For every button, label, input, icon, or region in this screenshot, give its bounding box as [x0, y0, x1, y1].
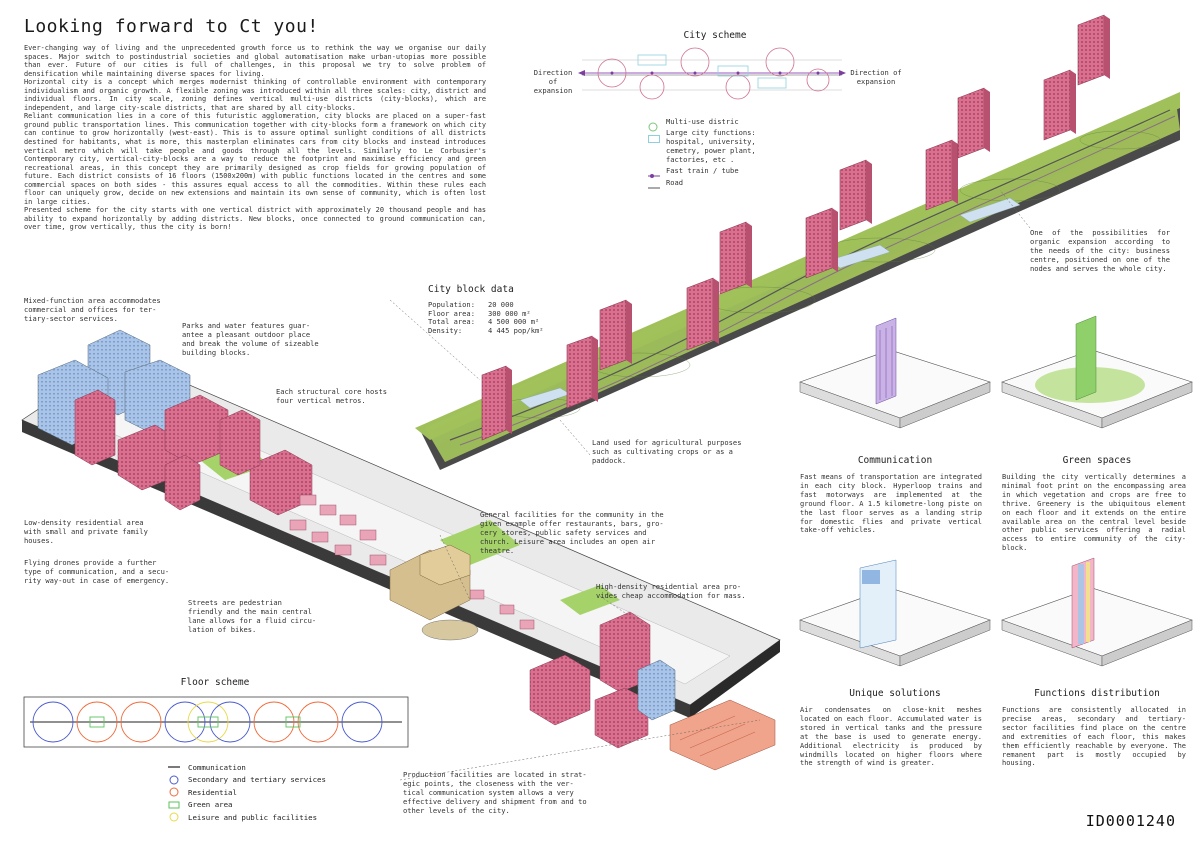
annotation-drones: Flying drones provide a further type of … — [24, 558, 170, 585]
services-circle-icon — [168, 775, 180, 785]
block-data-value: 4 500 000 m² — [488, 317, 540, 327]
leader-lines — [389, 189, 1031, 781]
residential-circle-icon — [168, 787, 180, 797]
legend-label: Green area — [188, 800, 233, 810]
green-area-rect-icon — [168, 800, 180, 810]
city-scheme-legend: Multi-use distric Large city functions: … — [648, 117, 756, 189]
legend-label: Fast train / tube — [666, 165, 739, 175]
block-data-key: Population: — [428, 300, 475, 309]
annotation-agriculture: Land used for agricultural purposes such… — [592, 438, 742, 465]
multi-use-circle-icon — [648, 117, 660, 132]
legend-label: Communication — [188, 762, 246, 772]
train-line-icon — [648, 165, 660, 178]
floor-scheme-title: Floor scheme — [180, 677, 250, 688]
large-function-rect-icon — [648, 128, 660, 143]
expansion-right-label: Direction of expansion — [850, 68, 902, 86]
communication-line-icon — [168, 762, 180, 772]
legend-label: Multi-use distric — [666, 117, 739, 126]
annotation-organic-expansion: One of the possibilities for organic exp… — [1030, 228, 1170, 273]
vertical-city-blocks — [481, 14, 1110, 441]
annotation-mixed-function: Mixed-function area accommodates commerc… — [24, 296, 161, 323]
block-data-value: 20 000 — [488, 300, 514, 309]
annotation-streets: Streets are pedestrian friendly and the … — [188, 598, 317, 634]
block-data-value: 300 000 m² — [488, 308, 531, 318]
block-data-value: 4 445 pop/km² — [488, 325, 544, 335]
floor-scheme-diagram — [23, 696, 409, 748]
city-scheme-title: City scheme — [683, 30, 747, 41]
panel-unique-text: Air condensates on close-knit meshes loc… — [800, 706, 982, 768]
panel-communication-title: Communication — [857, 455, 933, 466]
intro-text: Ever-changing way of living and the unpr… — [24, 44, 486, 232]
annotation-structural-core: Each structural core hosts four vertical… — [276, 387, 388, 405]
block-data-title: City block data — [428, 284, 514, 295]
road-line-icon — [648, 177, 660, 189]
annotation-low-density: Low-density residential area with small … — [24, 518, 148, 545]
annotation-high-density: High-density residential area pro- vides… — [596, 582, 746, 600]
leisure-circle-icon — [168, 812, 180, 822]
legend-label: Leisure and public facilities — [188, 812, 318, 822]
panel-illustrations — [799, 315, 1193, 667]
panel-unique-title: Unique solutions — [849, 688, 941, 699]
panel-communication-text: Fast means of transportation are integra… — [800, 473, 982, 535]
block-data-key: Density: — [428, 325, 463, 335]
city-scheme-diagram — [578, 47, 846, 100]
city-block-data: City block data Population: 20 000 Floor … — [428, 284, 544, 335]
slab-buildings — [37, 329, 776, 771]
project-id: ID0001240 — [1085, 812, 1176, 830]
expansion-left-label: Direction of expansion — [533, 68, 573, 95]
panel-functions-text: Functions are consistently allocated in … — [1002, 706, 1186, 768]
panel-functions-title: Functions distribution — [1034, 688, 1160, 699]
legend-label: Road — [666, 177, 684, 187]
panel-green-title: Green spaces — [1062, 455, 1132, 466]
annotation-parks: Parks and water features guar- antee a p… — [182, 321, 319, 357]
page-title: Looking forward to Ct you! — [24, 16, 319, 37]
block-data-key: Total area: — [428, 317, 475, 327]
block-data-key: Floor area: — [428, 308, 475, 318]
floor-scheme-legend: Communication Secondary and tertiary ser… — [168, 761, 326, 824]
annotation-general-facilities: General facilities for the community in … — [480, 510, 664, 555]
panel-green-text: Building the city vertically determines … — [1002, 473, 1186, 553]
legend-label: Secondary and tertiary services — [188, 775, 326, 785]
annotation-production: Production facilities are located in str… — [403, 770, 587, 815]
legend-label: Residential — [188, 787, 237, 797]
legend-label: Large city functions: hospital, universi… — [666, 128, 756, 164]
